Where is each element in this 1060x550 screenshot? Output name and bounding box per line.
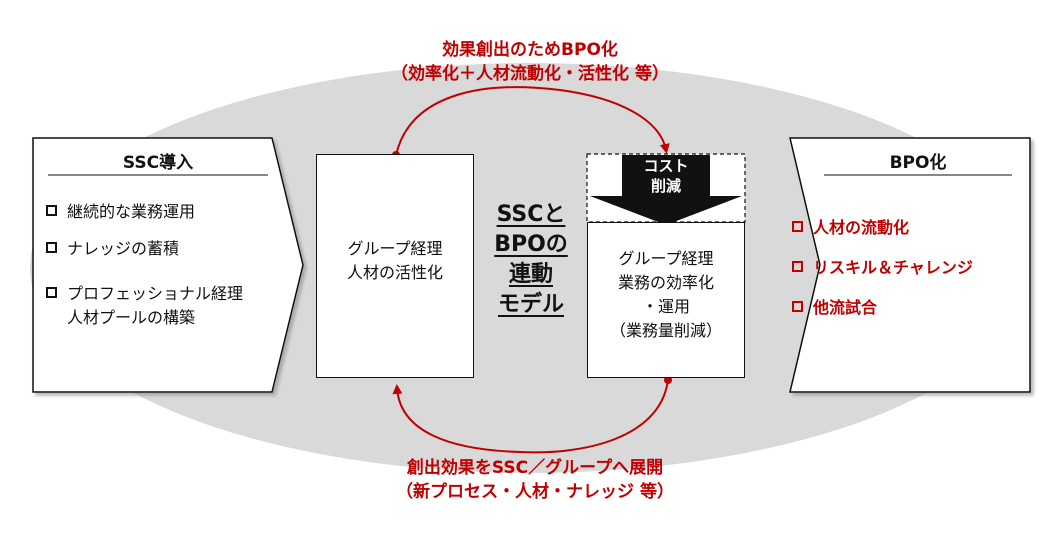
bpo-box-shape — [789, 137, 1031, 393]
bottom-curved-arrow — [392, 379, 669, 454]
cost-arrow-label: コスト 削減 — [626, 156, 706, 196]
bottom-caption-line1: 創出効果をSSC／グループへ展開 — [406, 458, 664, 478]
checkbox-icon — [792, 301, 803, 312]
checkbox-icon — [46, 205, 57, 216]
model-title-line4: モデル — [497, 292, 564, 317]
background-ellipse — [30, 63, 1030, 473]
ssc-item-3-line2: 人材プールの構築 — [67, 308, 196, 327]
checkbox-icon — [792, 261, 803, 272]
group-ops-line2: 業務の効率化 — [617, 273, 714, 292]
bottom-caption: 創出効果をSSC／グループへ展開 （新プロセス・人材・ナレッジ 等） — [275, 456, 795, 504]
group-talent-box: グループ経理 人材の活性化 — [316, 154, 474, 378]
top-caption-line1: 効果創出のためBPO化 — [442, 40, 618, 60]
ssc-box-shape — [32, 137, 304, 393]
group-ops-box: グループ経理 業務の効率化 ・運用 （業務量削減） — [587, 222, 745, 378]
top-caption: 効果創出のためBPO化 （効率化＋人材流動化・活性化 等） — [270, 38, 790, 86]
ssc-item-1: 継続的な業務運用 — [46, 200, 195, 224]
top-curved-arrow — [395, 86, 670, 156]
bpo-box-title: BPO化 — [889, 153, 947, 173]
bpo-item-1: 人材の流動化 — [792, 216, 909, 240]
group-ops-line1: グループ経理 — [618, 249, 714, 268]
bottom-caption-line2: （新プロセス・人材・ナレッジ 等） — [396, 482, 674, 502]
group-ops-line3: ・運用 — [641, 297, 690, 316]
bpo-item-3: 他流試合 — [792, 296, 877, 320]
bottom-arrow-start-dot — [664, 376, 672, 384]
cost-reduction-arrow-icon — [590, 155, 742, 225]
group-talent-line2: 人材の活性化 — [346, 263, 443, 282]
group-ops-line4: （業務量削減） — [609, 321, 722, 340]
checkbox-icon — [792, 221, 803, 232]
bpo-item-2: リスキル＆チャレンジ — [792, 256, 973, 280]
cost-arrow-line1: コスト — [643, 157, 689, 175]
group-talent-line1: グループ経理 — [347, 239, 443, 258]
model-title-line1: SSCと — [496, 202, 566, 227]
ssc-item-3: プロフェッショナル経理 人材プールの構築 — [46, 282, 243, 330]
top-caption-line2: （効率化＋人材流動化・活性化 等） — [391, 64, 669, 84]
checkbox-icon — [46, 287, 57, 298]
model-title-line2: BPOの — [494, 232, 568, 257]
ssc-item-2: ナレッジの蓄積 — [46, 237, 179, 261]
model-title-line3: 連動 — [508, 262, 553, 287]
checkbox-icon — [46, 242, 57, 253]
ssc-item-3-line1: プロフェッショナル経理 — [67, 284, 244, 303]
ssc-box-title: SSC導入 — [122, 153, 194, 173]
model-title: SSCと BPOの 連動 モデル — [475, 200, 587, 320]
cost-arrow-line2: 削減 — [650, 177, 681, 195]
